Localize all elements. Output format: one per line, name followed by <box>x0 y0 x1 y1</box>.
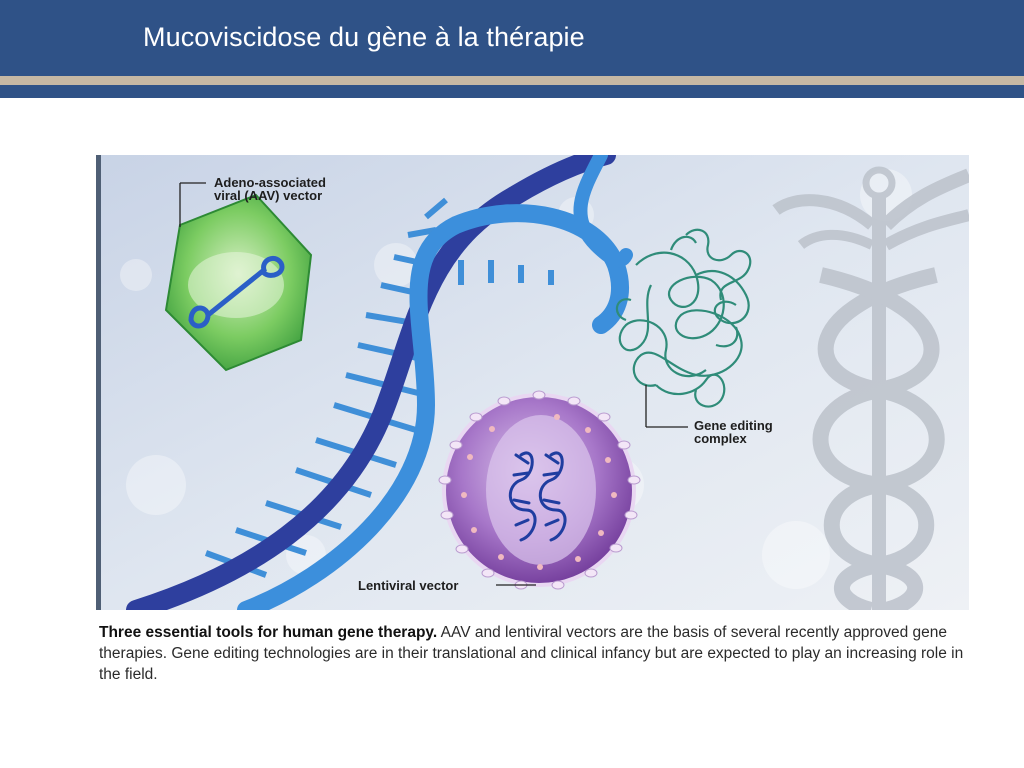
dna-helix-icon <box>126 155 633 610</box>
gene-label-line2: complex <box>694 431 747 446</box>
gene-editing-label: Gene editing complex <box>694 419 814 445</box>
lentiviral-vector-label: Lentiviral vector <box>358 578 459 593</box>
gene-label-line1: Gene editing <box>694 418 773 433</box>
figure-illustration <box>96 155 969 610</box>
slide-header: Mucoviscidose du gène à la thérapie <box>0 0 1024 76</box>
gene-editing-protein-icon <box>615 228 752 408</box>
aav-vector-label: Adeno-associated viral (AAV) vector <box>214 176 374 202</box>
caduceus-icon <box>772 166 969 610</box>
gene-therapy-figure: Adeno-associated viral (AAV) vector Gene… <box>96 155 969 610</box>
header-divider-tan <box>0 76 1024 85</box>
slide-title: Mucoviscidose du gène à la thérapie <box>143 22 585 52</box>
lentivirus-icon <box>438 390 641 590</box>
aav-label-line1: Adeno-associated <box>214 175 326 190</box>
caption-title: Three essential tools for human gene the… <box>99 624 438 641</box>
figure-caption: Three essential tools for human gene the… <box>99 622 979 685</box>
header-divider-blue <box>0 85 1024 98</box>
aav-label-line2: viral (AAV) vector <box>214 188 323 203</box>
aav-capsid-icon <box>164 193 313 372</box>
caption-body: AAV and lentiviral vectors are the basis… <box>99 624 964 683</box>
